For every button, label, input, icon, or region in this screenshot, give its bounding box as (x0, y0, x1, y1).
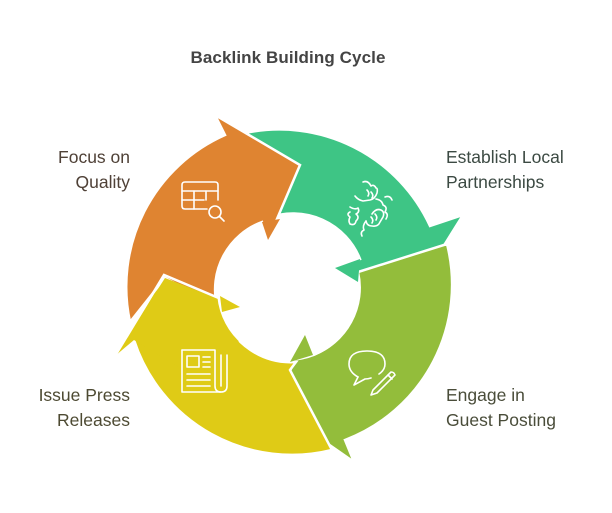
newspaper-icon (181, 349, 228, 393)
green-notch (335, 259, 360, 282)
step-label-line: Issue Press (38, 385, 130, 405)
step-label-line: Focus on (58, 147, 130, 167)
diagram-title: Backlink Building Cycle (190, 48, 386, 67)
step-label-line: Guest Posting (446, 410, 556, 430)
step-label-line: Establish Local (446, 147, 564, 167)
yellow-notch (220, 296, 240, 312)
step-label-establish-local-partnerships: Establish Local Partnerships (446, 145, 606, 195)
chat-pencil-icon (348, 350, 396, 396)
step-label-focus-on-quality: Focus on Quality (20, 145, 130, 195)
handshake-icon (347, 180, 393, 237)
step-label-line: Releases (57, 410, 130, 430)
orange-notch (262, 219, 280, 240)
arrow-head-yellow (115, 278, 240, 380)
step-label-line: Partnerships (446, 172, 545, 192)
step-label-line: Quality (75, 172, 130, 192)
table-search-icon (181, 181, 225, 222)
lime-notch (290, 335, 313, 362)
step-label-issue-press-releases: Issue Press Releases (10, 383, 130, 433)
arrow-head-yellow-edge (113, 273, 241, 357)
step-label-line: Engage in (446, 385, 525, 405)
step-label-engage-in-guest-posting: Engage in Guest Posting (446, 383, 606, 433)
center-hole (217, 219, 359, 361)
